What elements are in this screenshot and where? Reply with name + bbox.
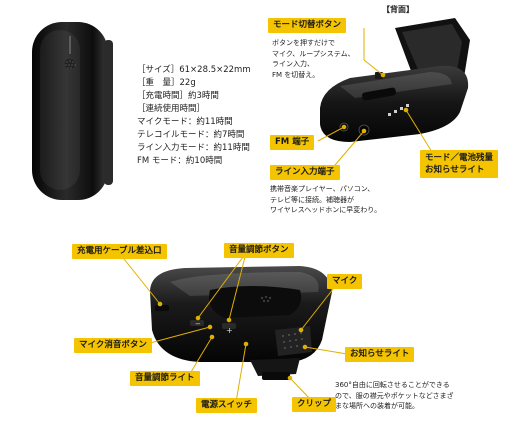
front-device-image: [32, 22, 113, 200]
volume-light-label: 音量調節ライト: [130, 371, 200, 386]
spec-line: FM モード：約10時間: [137, 156, 223, 166]
clip-label: クリップ: [292, 397, 337, 412]
back-device-image: [320, 18, 470, 142]
svg-text:+: +: [226, 326, 233, 335]
charging-port-label: 充電用ケーブル差込口: [72, 244, 167, 259]
spec-line: ライン入力モード：約11時間: [137, 143, 250, 153]
spec-line: ［充電時間］約3時間: [137, 91, 219, 101]
line-input-terminal-label: ライン入力端子: [270, 165, 340, 180]
spec-line: ［サイズ］61×28.5×22mm: [137, 65, 251, 75]
notification-light-label: お知らせライト: [345, 347, 415, 362]
power-switch-label: 電源スイッチ: [196, 398, 258, 413]
fm-terminal-label: FM 端子: [270, 135, 315, 150]
spec-list: ［サイズ］61×28.5×22mm ［重 量］22g ［充電時間］約3時間 ［連…: [137, 64, 251, 168]
bottom-device-image: − +: [150, 266, 332, 380]
spec-line: ［重 量］22g: [137, 78, 196, 88]
spec-line: ［連続使用時間］: [137, 104, 206, 114]
mode-battery-light-label: モード／電池残量 お知らせライト: [420, 150, 499, 178]
mode-switch-button-label: モード切替ボタン: [268, 18, 347, 33]
back-view-heading: 【背面】: [382, 5, 414, 14]
spec-line: テレコイルモード：約7時間: [137, 130, 245, 140]
mic-mute-button-label: マイク消音ボタン: [74, 338, 152, 353]
callout-lines: [119, 28, 433, 403]
svg-text:−: −: [195, 320, 201, 328]
mode-switch-description: ボタンを押すだけで マイク、ループシステム、 ライン入力、 FM を切替え。: [272, 39, 355, 79]
volume-button-label: 音量調節ボタン: [224, 243, 294, 258]
microphone-label: マイク: [327, 274, 363, 289]
clip-description: 360°自由に回転させることができる ので、服の襟元やポケットなどさまざ まな場…: [335, 381, 454, 410]
line-input-description: 携帯音楽プレイヤー、パソコン、 テレビ等に接続。補聴器が ワイヤレスヘッドホンに…: [270, 185, 382, 214]
spec-line: マイクモード：約11時間: [137, 117, 233, 127]
